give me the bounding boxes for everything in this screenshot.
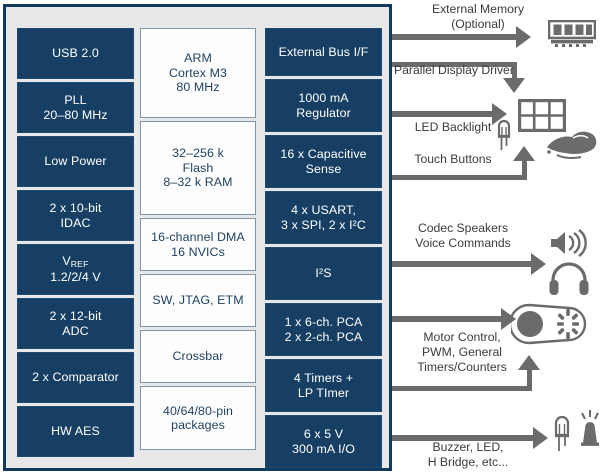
block-line: 2 x 12-bit xyxy=(49,309,102,324)
label-parallel-display-driver: Parallel Display Driver xyxy=(394,63,514,77)
block-line: IDAC xyxy=(60,215,91,230)
block-line: 80 MHz xyxy=(176,80,220,95)
connector-motor-feedback-horizontal xyxy=(392,386,532,391)
block-line: External Bus I/F xyxy=(278,44,369,59)
block-i2s: I²S xyxy=(265,247,382,300)
connector-motor-feedback-vertical xyxy=(527,367,532,391)
block-line: ADC xyxy=(62,323,89,338)
block-line: 4 x USART, xyxy=(291,203,356,218)
speaker-icon xyxy=(548,228,590,258)
block-hw-aes: HW AES xyxy=(17,406,134,457)
hand-touch-icon xyxy=(543,125,599,161)
block-line: Low Power xyxy=(44,154,107,169)
block-line: 300 mA I/O xyxy=(292,441,355,456)
block-low-power: Low Power xyxy=(17,136,134,187)
block-line: Sense xyxy=(305,161,342,176)
block-line: PLL xyxy=(64,93,87,108)
block-sw-jtag-etm: SW, JTAG, ETM xyxy=(140,274,256,327)
block-line: 8–32 k RAM xyxy=(163,175,233,190)
memory-module-icon xyxy=(548,20,596,50)
block-line: Flash xyxy=(182,160,214,175)
block-line: 32–256 k xyxy=(172,146,224,161)
block-2-x-comparator: 2 x Comparator xyxy=(17,352,134,403)
connector-display-driver-vertical xyxy=(512,62,517,82)
connector-display-driver-horizontal xyxy=(392,62,517,67)
connector-codec-speakers xyxy=(392,261,532,267)
block-line: 2 x Comparator xyxy=(32,370,119,385)
block-line: 4 Timers + xyxy=(293,371,354,386)
arrowhead-display-driver xyxy=(503,78,525,93)
block-line: 1 x 6-ch. PCA xyxy=(284,315,363,330)
arrowhead-touch-buttons xyxy=(513,146,535,161)
arrowhead-buzzer-led xyxy=(533,427,548,449)
block-4-timers-lp-timer: 4 Timers +LP TImer xyxy=(265,359,382,412)
connector-touch-buttons-vertical xyxy=(522,158,527,180)
block-line: Crossbar xyxy=(172,349,224,364)
block-4-x-usart-3-x-spi-2-x-i2c: 4 x USART,3 x SPI, 2 x I²C xyxy=(265,191,382,244)
led-icon xyxy=(494,116,514,152)
block-line: 2 x 10-bit xyxy=(49,201,102,216)
connector-external-memory xyxy=(392,34,517,40)
display-panel-icon xyxy=(518,99,566,132)
block-usb-2-0: USB 2.0 xyxy=(17,28,134,79)
block-line: Regulator xyxy=(296,105,351,120)
block-external-bus-i-f: External Bus I/F xyxy=(265,28,382,76)
arrowhead-codec-speakers xyxy=(531,253,546,275)
label-touch-buttons: Touch Buttons xyxy=(414,152,492,166)
label-motor-control: Motor Control, PWM, General Timers/Count… xyxy=(417,330,507,374)
connector-led-backlight xyxy=(392,111,493,117)
block-line: HW AES xyxy=(51,424,100,439)
block-line: 20–80 MHz xyxy=(43,107,108,122)
arrowhead-led-backlight xyxy=(492,103,507,125)
block-line: 6 x 5 V xyxy=(303,427,344,442)
block-line: 2 x 2-ch. PCA xyxy=(284,329,363,344)
block-line: 40/64/80-pin xyxy=(162,403,234,418)
block-crossbar: Crossbar xyxy=(140,330,256,383)
arrowhead-external-memory xyxy=(516,26,531,48)
connector-buzzer-led xyxy=(392,435,534,441)
headphones-icon xyxy=(548,262,590,296)
label-external-memory: External Memory (Optional) xyxy=(431,2,525,31)
connector-touch-buttons-horizontal xyxy=(392,175,527,180)
buzzer-icon xyxy=(577,408,600,450)
block-line: USB 2.0 xyxy=(52,46,99,61)
block-line: SW, JTAG, ETM xyxy=(152,293,244,308)
block-line: 1000 mA xyxy=(298,91,349,106)
block-line: Cortex M3 xyxy=(168,65,228,80)
led-small-icon xyxy=(551,411,573,453)
motor-belt-icon xyxy=(511,303,589,345)
label-buzzer-led: Buzzer, LED, H Bridge, etc... xyxy=(427,440,509,469)
arrowhead-motor-feedback xyxy=(518,355,540,370)
label-codec-speakers: Codec Speakers Voice Commands xyxy=(415,221,511,250)
block-line: 16 NVICs xyxy=(171,244,225,259)
connector-motor-out xyxy=(392,316,502,322)
block-line: 16-channel DMA xyxy=(151,230,245,245)
label-led-backlight: LED Backlight xyxy=(414,120,492,134)
block-line: 16 x Capacitive xyxy=(280,147,367,162)
block-line: 1.2/2/4 V xyxy=(50,270,101,285)
block-line: LP TImer xyxy=(297,385,350,400)
block-line: I²S xyxy=(315,266,332,281)
block-line: VREF xyxy=(62,254,89,270)
block-line: packages xyxy=(171,418,225,432)
block-line: ARM xyxy=(184,51,212,66)
block-line: 3 x SPI, 2 x I²C xyxy=(281,217,366,232)
